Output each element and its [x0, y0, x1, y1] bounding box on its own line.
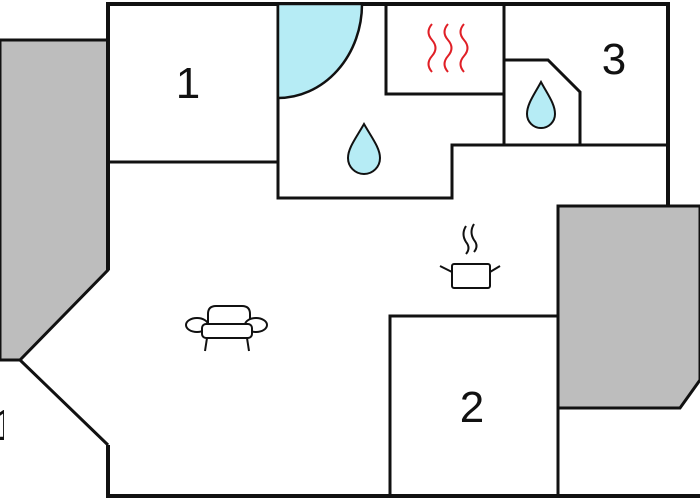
- wall-wc: [502, 58, 582, 145]
- exterior-dashed-edge: [679, 379, 700, 409]
- sink-drop-icon: [525, 79, 557, 129]
- outer-wall: [106, 2, 670, 270]
- room-label-1: 1: [176, 59, 200, 108]
- room-label-2: 2: [460, 383, 484, 432]
- shower-drop-icon: [346, 121, 382, 175]
- outer-wall-bottom: [106, 445, 700, 498]
- exterior-area-left: [0, 38, 110, 362]
- room-label-3: 3: [602, 35, 626, 84]
- sauna-heat-icon: [427, 23, 469, 73]
- wall-diagonal-lower: [18, 358, 110, 447]
- sofa-icon: [185, 305, 268, 352]
- wall-room-2: [388, 314, 558, 496]
- wall-sauna: [384, 4, 506, 96]
- room-label-partial: 1: [0, 401, 16, 450]
- exterior-area-right: [556, 204, 700, 410]
- cooking-pot-icon: [439, 223, 501, 289]
- wall-bathroom: [276, 143, 668, 200]
- shower-tray-icon: [276, 2, 364, 100]
